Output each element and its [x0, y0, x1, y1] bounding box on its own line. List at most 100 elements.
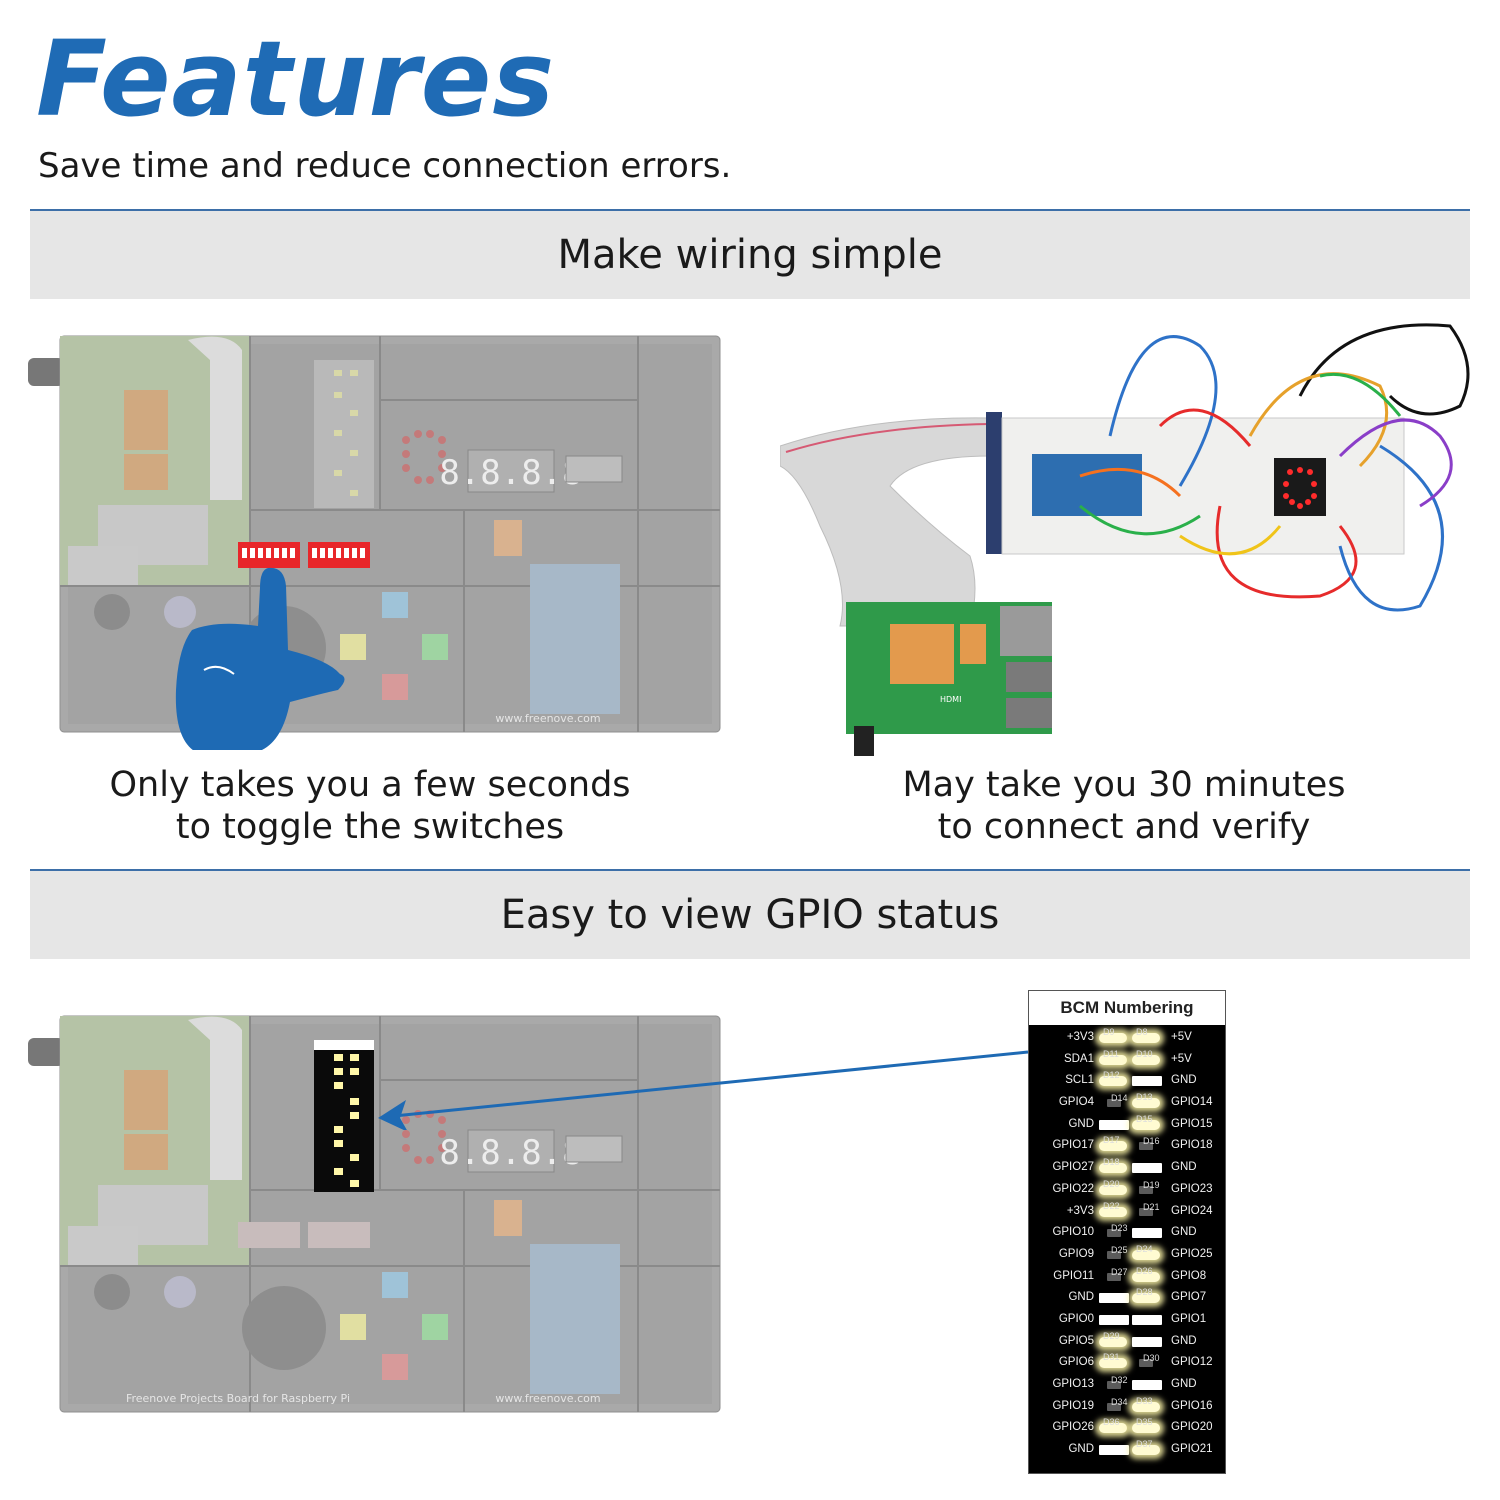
project-board-switches: 8.8.8.8 www.freenove.com: [28, 330, 728, 750]
pin-led-right: [1132, 1228, 1162, 1239]
pin-label-right: GPIO12: [1171, 1356, 1213, 1369]
pin-led-left: D14: [1107, 1093, 1128, 1108]
pin-label-left: GPIO13: [1052, 1378, 1094, 1390]
pin-led-left: D18: [1099, 1157, 1127, 1174]
pin-led-left: D27: [1107, 1267, 1128, 1281]
led-designator: D30: [1143, 1353, 1160, 1364]
section-divider: [30, 869, 1470, 871]
led-designator: D14: [1111, 1093, 1128, 1104]
pin-label-right: +5V: [1171, 1052, 1192, 1065]
led-designator: D35: [1136, 1417, 1153, 1428]
pin-led-right: D10: [1132, 1049, 1160, 1065]
led-designator: D19: [1143, 1179, 1160, 1190]
pin-led-left: D20: [1099, 1179, 1127, 1195]
caption-switches: Only takes you a few seconds to toggle t…: [60, 764, 680, 848]
led-designator: D36: [1103, 1417, 1120, 1428]
pin-led-right: D37: [1132, 1439, 1160, 1456]
pin-led-right: D19: [1139, 1180, 1160, 1194]
pin-led-left: [1099, 1445, 1129, 1456]
led-designator: D34: [1111, 1396, 1128, 1407]
pin-led-left: D25: [1107, 1245, 1128, 1259]
pin-label-left: SDA1: [1063, 1052, 1094, 1065]
pin-led-right: D13: [1132, 1092, 1160, 1109]
pin-label-right: GPIO25: [1171, 1247, 1213, 1260]
pin-led-right: D28: [1132, 1287, 1160, 1304]
breadboard-wiring-illustration: HDMI: [780, 306, 1480, 756]
led-designator: D24: [1136, 1243, 1153, 1254]
bcm-numbering-panel: BCM Numbering +3V3 D9 D8 +5V SDA1 D11 D10 +5V SC…: [1028, 990, 1226, 1474]
caption-switches-line-1: Only takes you a few seconds: [109, 765, 631, 805]
section-heading-wiring: Make wiring simple: [30, 211, 1470, 299]
bcm-pin-row: +3V3 D22 D21 GPIO24: [1029, 1201, 1225, 1223]
pin-label-right: +5V: [1171, 1031, 1192, 1043]
pin-label-right: GPIO16: [1171, 1399, 1213, 1412]
pin-led-right: D26: [1132, 1266, 1160, 1282]
bcm-pin-row: GPIO5 D29 GND: [1029, 1331, 1225, 1353]
pin-label-right: GND: [1171, 1334, 1197, 1347]
pin-led-right: D21: [1139, 1202, 1160, 1216]
led-designator: D29: [1103, 1330, 1120, 1341]
pin-led-right: D16: [1139, 1136, 1160, 1151]
led-designator: D10: [1136, 1048, 1153, 1059]
pin-label-left: GPIO5: [1058, 1334, 1094, 1347]
led-designator: D12: [1103, 1070, 1120, 1081]
pin-led-right: [1132, 1163, 1162, 1174]
led-designator: D9: [1103, 1027, 1115, 1037]
segment-display-text-2: 8.8.8.8: [439, 1133, 582, 1173]
led-designator: D22: [1103, 1200, 1120, 1211]
caption-switches-line-2: to toggle the switches: [175, 807, 565, 847]
led-designator: D33: [1136, 1395, 1153, 1406]
pin-led-left: D9: [1099, 1027, 1127, 1043]
led-designator: D15: [1136, 1113, 1153, 1124]
page-title: Features: [36, 18, 556, 140]
pin-label-right: GPIO7: [1171, 1291, 1207, 1304]
board-footer-label: Freenove Projects Board for Raspberry Pi: [126, 1392, 350, 1405]
pin-label-left: SCL1: [1065, 1074, 1094, 1087]
led-designator: D20: [1103, 1178, 1120, 1189]
pin-led-left: D23: [1107, 1223, 1128, 1238]
pin-label-left: GPIO9: [1058, 1247, 1094, 1260]
pin-led-left: D12: [1099, 1070, 1127, 1087]
pin-label-left: GPIO17: [1052, 1139, 1094, 1152]
pin-label-left: GPIO6: [1058, 1356, 1094, 1369]
caption-wiring: May take you 30 minutes to connect and v…: [814, 764, 1434, 848]
pin-label-right: GPIO24: [1171, 1204, 1213, 1217]
led-designator: D32: [1111, 1375, 1128, 1385]
bcm-panel-title: BCM Numbering: [1029, 991, 1225, 1025]
pin-label-right: GND: [1171, 1161, 1197, 1174]
pin-label-left: GND: [1068, 1443, 1094, 1456]
section-heading-gpio: Easy to view GPIO status: [30, 871, 1470, 959]
led-designator: D8: [1136, 1027, 1148, 1037]
led-designator: D27: [1111, 1266, 1128, 1277]
pin-led-right: [1132, 1336, 1162, 1347]
pin-led-left: [1099, 1119, 1129, 1130]
caption-wiring-line-2: to connect and verify: [937, 807, 1311, 847]
led-designator: D13: [1136, 1092, 1153, 1103]
pin-led-left: [1099, 1293, 1129, 1304]
pin-label-left: GPIO11: [1053, 1269, 1094, 1282]
pin-led-left: D32: [1107, 1375, 1128, 1389]
pin-label-left: +3V3: [1066, 1204, 1094, 1217]
pin-led-left: D22: [1099, 1201, 1127, 1217]
rpi-hdmi-label: HDMI: [940, 695, 961, 704]
pin-label-right: GPIO20: [1171, 1421, 1213, 1434]
pin-label-left: GPIO26: [1052, 1421, 1094, 1434]
pin-led-left: D11: [1099, 1049, 1127, 1065]
pin-led-left: D34: [1107, 1397, 1128, 1411]
segment-display-text: 8.8.8.8: [439, 453, 582, 493]
pin-label-left: GPIO22: [1052, 1182, 1094, 1195]
arrow-head-icon: [378, 1100, 407, 1130]
pin-label-right: GPIO15: [1171, 1117, 1213, 1130]
